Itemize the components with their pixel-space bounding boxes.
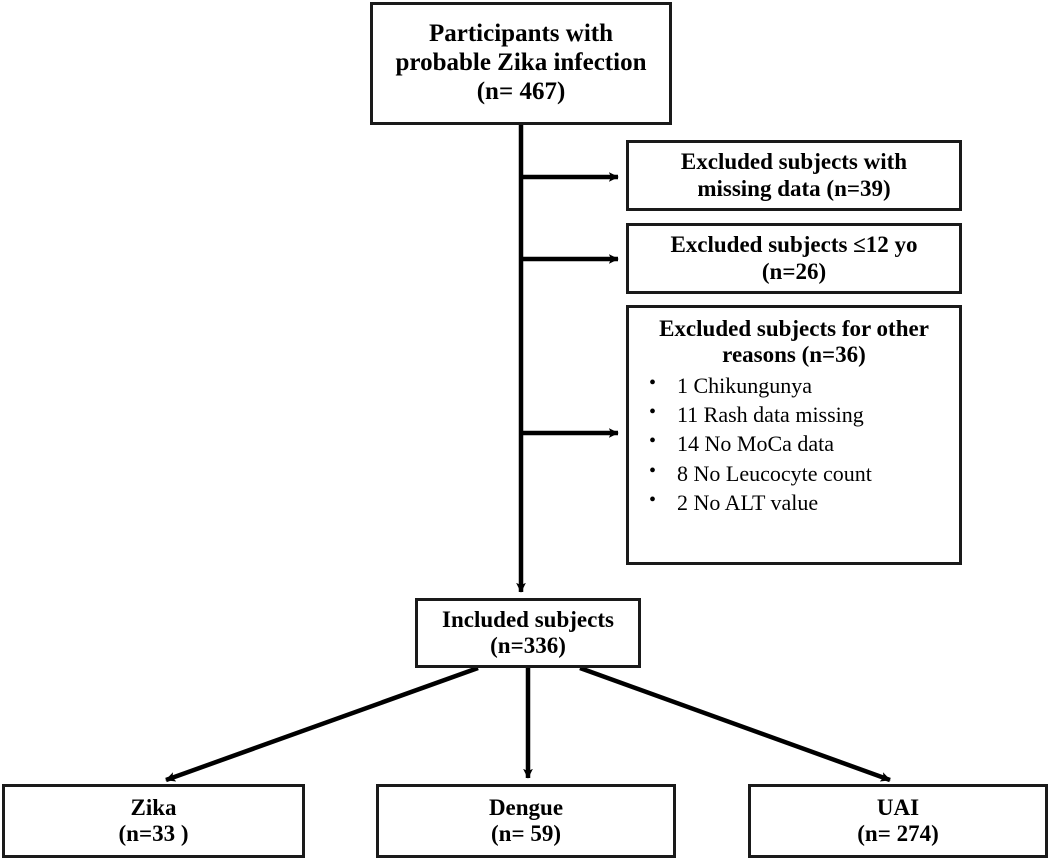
node-outcome-uai: UAI (n= 274) — [748, 784, 1048, 858]
list-item: 1 Chikungunya — [643, 370, 959, 400]
node-participants-root-label: Participants with probable Zika infectio… — [395, 20, 647, 105]
node-included-subjects: Included subjects (n=336) — [415, 598, 641, 668]
node-outcome-zika-label: Zika (n=33 ) — [118, 794, 189, 846]
connector-included-to-uai — [579, 665, 891, 783]
node-excluded-age: Excluded subjects ≤12 yo (n=26) — [626, 223, 962, 294]
node-outcome-dengue: Dengue (n= 59) — [376, 784, 676, 858]
node-outcome-dengue-label: Dengue (n= 59) — [488, 794, 564, 846]
node-included-subjects-label: Included subjects (n=336) — [442, 606, 614, 658]
node-excluded-other-reasons-label: Excluded subjects for other reasons (n=3… — [659, 316, 929, 368]
excluded-other-reasons-list: 1 Chikungunya 11 Rash data missing 14 No… — [629, 370, 959, 517]
list-item: 8 No Leucocyte count — [643, 458, 959, 488]
node-outcome-uai-label: UAI (n= 274) — [857, 794, 939, 846]
list-item: 14 No MoCa data — [643, 428, 959, 458]
node-participants-root: Participants with probable Zika infectio… — [370, 2, 672, 125]
node-excluded-missing-data-label: Excluded subjects with missing data (n=3… — [680, 149, 908, 201]
node-excluded-missing-data: Excluded subjects with missing data (n=3… — [626, 140, 962, 211]
node-excluded-other-reasons: Excluded subjects for other reasons (n=3… — [626, 305, 962, 565]
node-outcome-zika: Zika (n=33 ) — [2, 784, 305, 858]
list-item: 11 Rash data missing — [643, 399, 959, 429]
connector-included-to-zika — [165, 665, 479, 783]
list-item: 2 No ALT value — [643, 487, 959, 517]
node-excluded-age-label: Excluded subjects ≤12 yo (n=26) — [670, 232, 918, 284]
